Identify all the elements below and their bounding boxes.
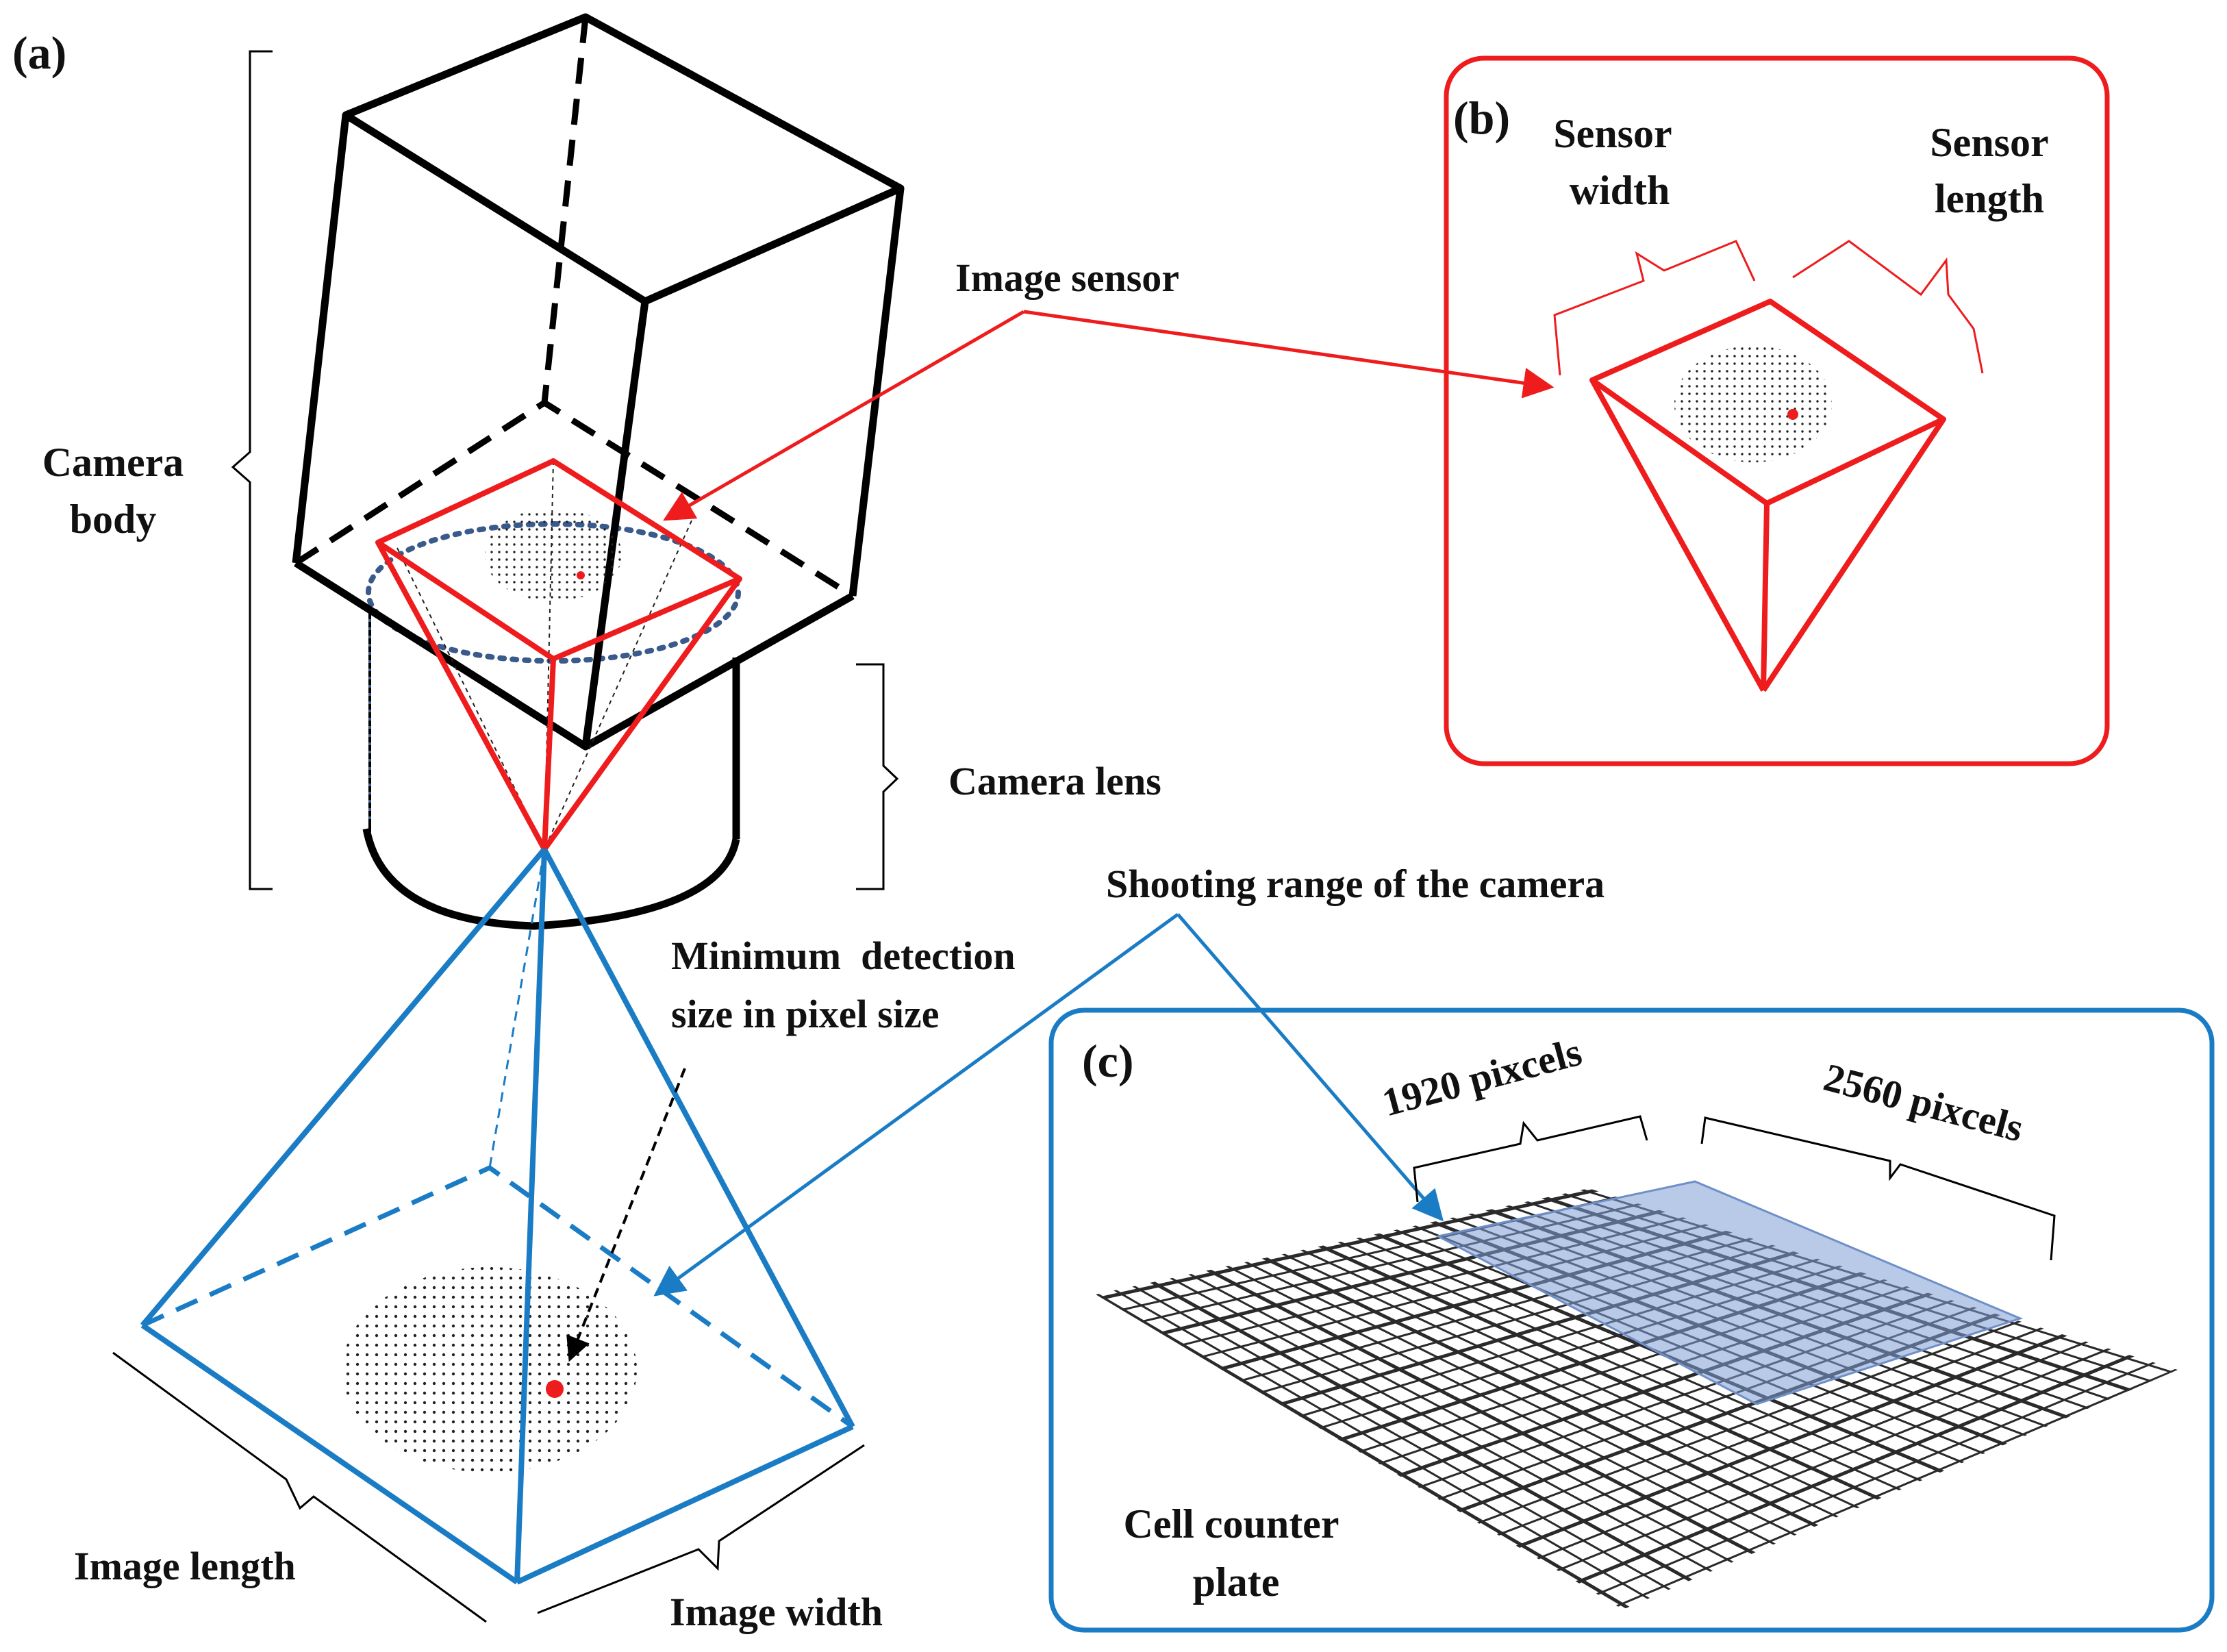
camera-body-box [292,13,905,751]
panel-c-label: (c) [1082,1035,1133,1087]
image-length-bracket [112,1351,487,1623]
shooting-range-pyramid [140,847,855,1585]
image-width-label: Image width [670,1590,883,1634]
panel-c-frame [1048,1008,2215,1633]
camera-lens-label: Camera lens [948,759,1161,803]
cell-counter-plate [1096,1180,2178,1610]
pixels-1920-bracket [1413,1115,1648,1203]
plate-label-1: Cell counter [1124,1501,1339,1547]
pixels-1920-label: 1920 pixcels [1378,1029,1587,1125]
plate-label-2: plate [1193,1560,1280,1605]
image-sensor-label: Image sensor [955,255,1179,300]
image-length-label: Image length [74,1544,296,1588]
sensor-width-label-2: width [1570,168,1670,213]
image-sensor-arrows [663,310,1555,521]
pixels-2560-label: 2560 pixcels [1820,1055,2028,1151]
min-detection-label-1: Minimum detection [671,934,1016,978]
sensor-pyramid-b [1589,299,1946,692]
plate-grid-line [1460,1314,2036,1531]
plate-grid-line [1323,1234,1919,1499]
min-detection-label-2: size in pixel size [671,992,939,1036]
camera-lens-bracket [856,663,899,890]
panel-a-label: (a) [12,27,66,79]
panel-b-label: (b) [1453,92,1510,144]
camera-body-label-2: body [70,497,157,542]
plate-grid-line [1559,1347,2149,1591]
plate-grid-line [1579,1355,2171,1603]
sensor-brackets [1553,240,1984,376]
sensor-width-label-1: Sensor [1553,111,1672,156]
image-width-bracket [537,1444,865,1614]
plate-grid-line [1480,1321,2059,1543]
pixels-2560-bracket [1700,1116,2056,1261]
shooting-range-label: Shooting range of the camera [1106,862,1605,906]
camera-coverage-area [1435,1180,2024,1405]
sensor-length-label-1: Sensor [1930,120,2048,165]
plate-grid-line [1539,1341,2126,1579]
min-detection-arrow [566,1068,686,1362]
camera-body-bracket [231,50,273,890]
sensor-pyramid-a [375,458,742,851]
sensor-length-label-2: length [1935,176,2044,221]
plate-grid-line [1499,1327,2081,1555]
plate-grid-line [1599,1362,2178,1610]
panel-b-frame [1444,55,2110,766]
plate-grid-line [1520,1334,2104,1567]
plate-grid-line [1342,1230,1940,1490]
shooting-range-arrows [653,912,1444,1297]
camera-body-label-1: Camera [42,440,184,485]
